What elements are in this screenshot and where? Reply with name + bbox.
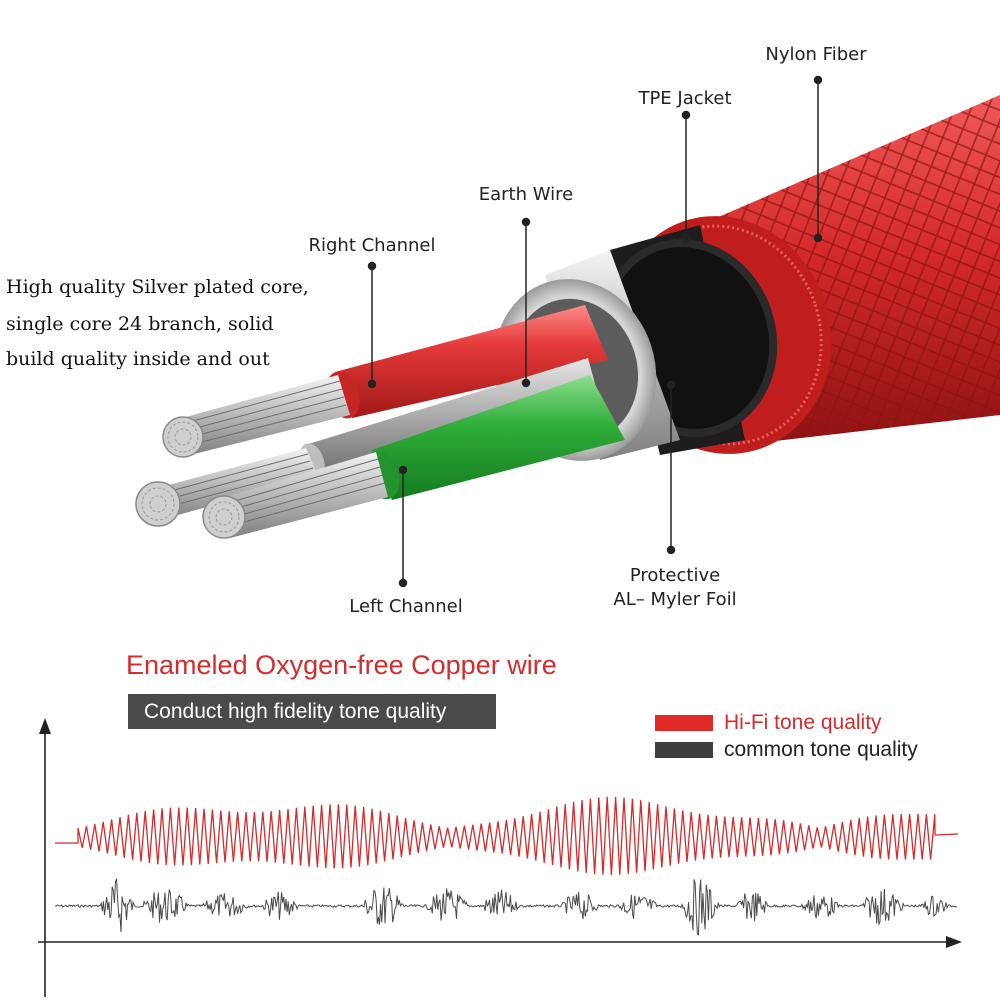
earth-wire-label: Earth Wire — [478, 184, 574, 205]
cable-diagram — [135, 75, 1000, 588]
common-wave-path — [54, 878, 958, 936]
legend-hifi-swatch — [655, 715, 713, 731]
legend-common-swatch — [655, 742, 713, 758]
graph-axes — [38, 718, 962, 997]
left-channel-label: Left Channel — [349, 596, 463, 617]
legend-hifi-label: Hi-Fi tone quality — [724, 711, 882, 734]
hifi-waveform — [55, 796, 959, 876]
quality-note-line1: High quality Silver plated core, — [6, 276, 309, 298]
protective-label-line2: AL– Myler Foil — [613, 589, 737, 610]
fidelity-banner-text: Conduct high fidelity tone quality — [144, 700, 447, 723]
quality-note-line3: build quality inside and out — [6, 348, 270, 370]
waveform-graph — [38, 718, 962, 997]
left-channel-wire — [202, 375, 625, 539]
protective-label-line1: Protective — [629, 565, 721, 586]
nylon-fiber-label: Nylon Fiber — [765, 44, 867, 65]
fidelity-banner: Conduct high fidelity tone quality — [128, 694, 496, 729]
leader-lines — [367, 75, 823, 588]
legend-common-label: common tone quality — [724, 738, 918, 761]
common-waveform — [54, 878, 958, 936]
copper-wire-title: Enameled Oxygen-free Copper wire — [126, 650, 557, 680]
right-channel-label: Right Channel — [308, 235, 436, 256]
tpe-jacket-label: TPE Jacket — [638, 88, 732, 109]
quality-note-line2: single core 24 branch, solid — [6, 313, 274, 335]
right-channel-wire — [162, 305, 608, 458]
hifi-wave-path — [55, 796, 959, 876]
